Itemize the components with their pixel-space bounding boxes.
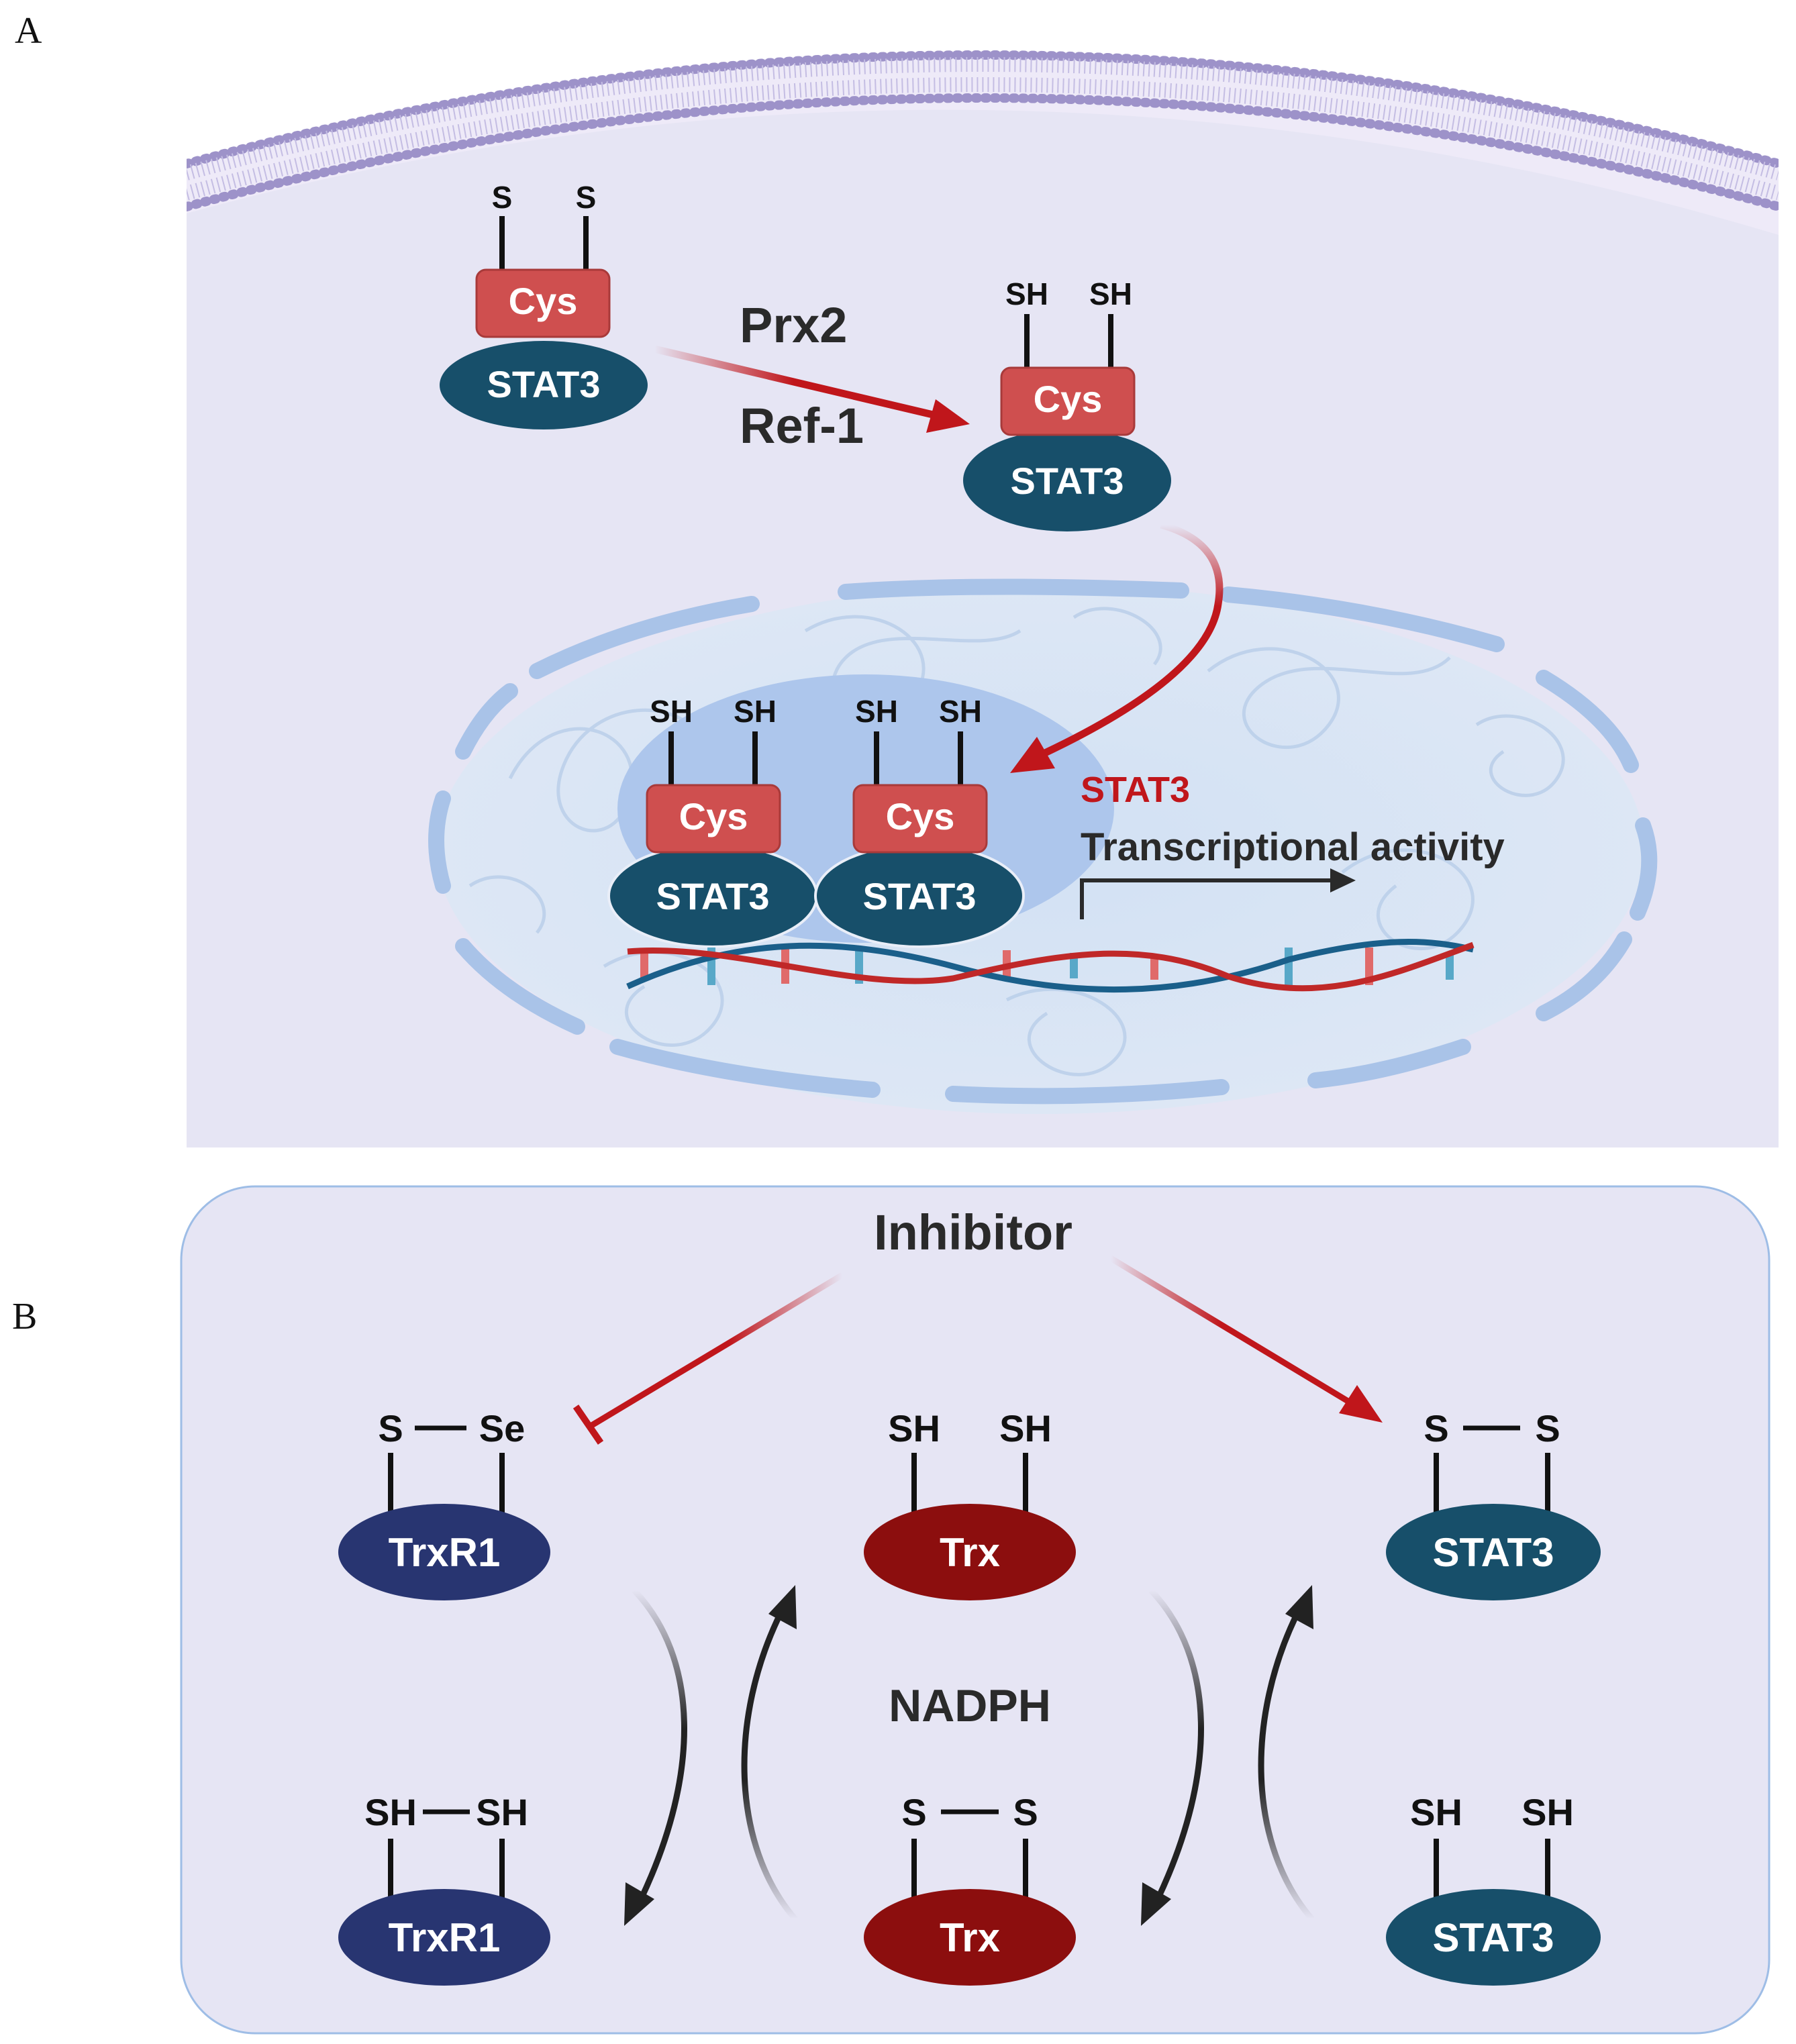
stat3-reduced: SH SH STAT3 xyxy=(1386,1791,1601,1986)
nadph-label: NADPH xyxy=(889,1680,1051,1731)
arrowhead xyxy=(624,1882,654,1926)
panel-b-box xyxy=(180,1185,1770,2035)
reduction-arrow xyxy=(653,345,970,433)
arrowhead xyxy=(1285,1585,1313,1629)
arrowhead xyxy=(768,1585,797,1629)
sulfur-label: S xyxy=(576,180,597,215)
stat3-label: STAT3 xyxy=(1432,1915,1554,1960)
oxidation-arrow xyxy=(1109,1256,1383,1423)
sulfur-label: S xyxy=(378,1407,403,1449)
inhibitor-label: Inhibitor xyxy=(874,1205,1072,1260)
dna-helix xyxy=(626,939,1475,993)
curved-arrow-down xyxy=(1148,1588,1204,1900)
cys-box xyxy=(852,784,988,854)
trx-label: Trx xyxy=(940,1530,1000,1575)
curved-arrow-up xyxy=(1258,1608,1315,1921)
thiol-label: SH xyxy=(734,694,777,729)
curved-arrow-up xyxy=(741,1608,798,1921)
transcription-arrow xyxy=(1080,868,1356,919)
trx-oval xyxy=(864,1889,1076,1986)
stat3-label: STAT3 xyxy=(1432,1530,1554,1575)
stat3-label: STAT3 xyxy=(862,875,976,917)
stat3-label: STAT3 xyxy=(1010,460,1124,502)
sulfur-label: S xyxy=(1013,1791,1038,1833)
thiol-label: SH xyxy=(855,694,898,729)
cell-membrane xyxy=(187,51,1779,248)
thiol-label: SH xyxy=(476,1791,528,1833)
outcome-subtitle: Transcriptional activity xyxy=(1081,825,1505,869)
trx-reduced: SH SH Trx xyxy=(864,1407,1076,1600)
trx-label: Trx xyxy=(940,1915,1000,1960)
ref1-label: Ref-1 xyxy=(740,398,864,454)
sulfur-label: S xyxy=(492,180,513,215)
trxr1-label: TrxR1 xyxy=(389,1530,501,1575)
cys-label: Cys xyxy=(886,795,955,837)
trxr1-reduced: SH SH TrxR1 xyxy=(338,1791,550,1986)
cys-label: Cys xyxy=(509,280,578,322)
selenium-label: Se xyxy=(479,1407,526,1449)
trx-oval xyxy=(864,1504,1076,1600)
sulfur-label: S xyxy=(1424,1407,1448,1449)
stat3-oval xyxy=(440,341,648,429)
inhibition-arrow xyxy=(572,1272,844,1445)
cys-box xyxy=(1000,366,1136,436)
panel-b-label: B xyxy=(12,1296,37,1337)
stat3-label: STAT3 xyxy=(487,363,600,405)
trxr1-oxidized: S Se TrxR1 xyxy=(338,1407,550,1600)
thiol-label: SH xyxy=(1089,276,1132,311)
cys-box xyxy=(646,784,781,854)
cys-label: Cys xyxy=(1034,378,1103,420)
stat3-oval xyxy=(1386,1504,1601,1600)
stat3-nuclear-right: SH SH Cys STAT3 xyxy=(814,694,1025,948)
outcome-title: STAT3 xyxy=(1081,770,1190,810)
thiol-label: SH xyxy=(999,1407,1052,1449)
trxr1-oval xyxy=(338,1889,550,1986)
dna-strand xyxy=(627,941,1475,992)
trx-oxidized: S S Trx xyxy=(864,1791,1076,1986)
thiol-label: SH xyxy=(1410,1791,1462,1833)
trxr1-oval xyxy=(338,1504,550,1600)
curved-arrow-down xyxy=(632,1588,687,1900)
thiol-label: SH xyxy=(650,694,693,729)
stat3-dimer-nucleus: SH SH Cys STAT3 SH SH Cys STAT3 xyxy=(607,694,1025,948)
sulfur-label: S xyxy=(1535,1407,1560,1449)
thiol-label: SH xyxy=(888,1407,940,1449)
sulfur-label: S xyxy=(901,1791,926,1833)
stat3-oxidized: S S STAT3 xyxy=(1386,1407,1601,1600)
cys-box xyxy=(475,268,611,338)
panel-a-label: A xyxy=(15,10,42,52)
thiol-label: SH xyxy=(1521,1791,1574,1833)
thiol-label: SH xyxy=(1005,276,1048,311)
nuclear-import-arrow xyxy=(1010,521,1224,773)
cys-label: Cys xyxy=(679,795,748,837)
stat3-oxidized-cytoplasm: S S Cys STAT3 xyxy=(440,180,648,429)
prx2-label: Prx2 xyxy=(740,297,847,353)
stat3-nuclear-left: SH SH Cys STAT3 xyxy=(607,694,818,948)
arrowhead xyxy=(1141,1882,1171,1926)
thiol-label: SH xyxy=(939,694,982,729)
nuclear-envelope xyxy=(428,578,1658,1105)
cycle-arrows xyxy=(624,1585,1315,1926)
stat3-label: STAT3 xyxy=(656,875,769,917)
thiol-label: SH xyxy=(364,1791,417,1833)
dna-strand xyxy=(626,939,1475,993)
stat3-reduced-cytoplasm: SH SH Cys STAT3 xyxy=(963,276,1171,531)
trxr1-label: TrxR1 xyxy=(389,1915,501,1960)
stat3-oval xyxy=(1386,1889,1601,1986)
stat3-oval xyxy=(963,429,1171,531)
